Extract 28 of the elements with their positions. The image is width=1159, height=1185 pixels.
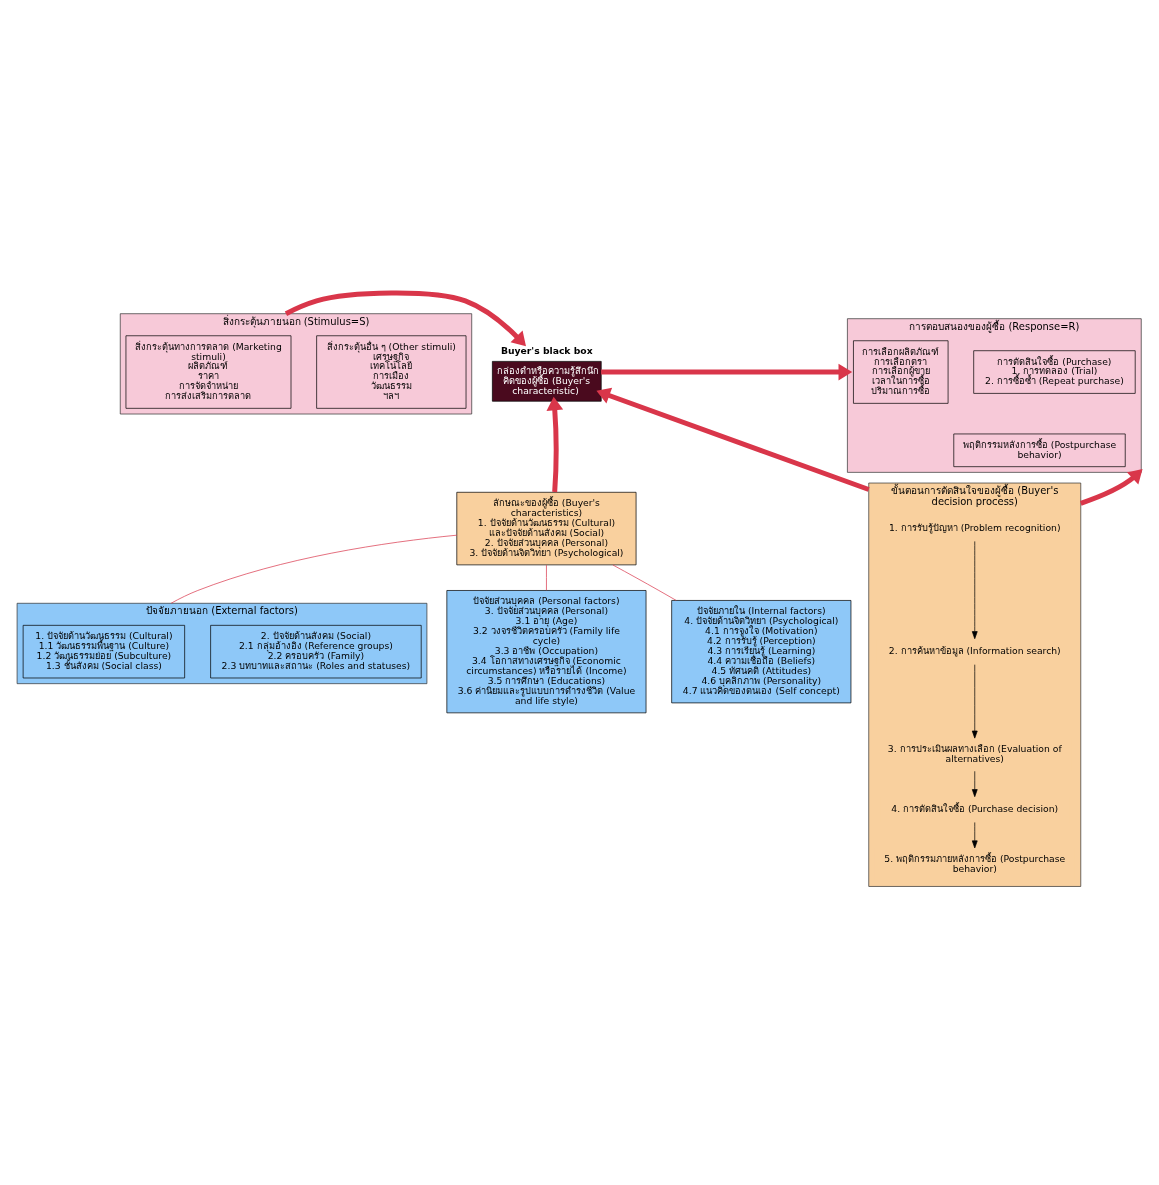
arrow	[546, 396, 564, 493]
arrow	[971, 770, 978, 798]
node-box: การตัดสินใจซื้อ (Purchase) 1. การทดลอง (Trial) 2. การซื้อซ้ำ (Repeat purchase)	[973, 350, 1136, 394]
node-box: การเลือกผลิตภัณฑ์ การเลือกตรา การเลือกผู้ขาย เวลาในการซื้อ ปริมาณการซื้อ	[853, 340, 949, 404]
node-box: 1. ปัจจัยด้านวัฒนธรรม (Cultural) 1.1 วัฒนธรรมพื้นฐาน (Culture) 1.2 วัฒนธรรมย่อย (Subculture) 1.3 ชั้นสังคม (Social class)	[22, 625, 185, 679]
node-box: สิ่งกระตุ้นทางการตลาด (Marketing stimuli) ผลิตภัณฑ์ ราคา การจัดจำหน่าย การส่งเสริมการตลาด	[125, 335, 292, 409]
connector	[546, 564, 547, 591]
node-text: 3. การประเมินผลทางเลือก (Evaluation of alternatives)	[887, 743, 1062, 765]
node-text: 1. การรับรู้ปัญหา (Problem recognition)	[888, 522, 1061, 533]
node-box: ปัจจัยภายใน (Internal factors) 4. ปัจจัยด้านจิตวิทยา (Psychological) 4.1 การจูงใจ (Motivation) 4.2 การรับรู้ (Perception) 4.3 การเรียนรู้ (Learning) 4.4 ความเชื่อถือ (Beliefs) 4.5 ทัศนคติ (Attitudes) 4.6 บุคลิกภาพ (Personality) 4.7 แนวคิดของตนเอง (Self concept)	[671, 600, 852, 704]
connector	[612, 564, 677, 601]
node-box: สิ่งกระตุ้นอื่น ๆ (Other stimuli) เศรษฐกิจ เทคโนโลยี การเมือง วัฒนธรรม ฯลฯ	[316, 335, 467, 409]
node-text: 2. การค้นหาข้อมูล (Information search)	[888, 645, 1061, 657]
node-box: 2. ปัจจัยด้านสังคม (Social) 2.1 กลุ่มอ้างอิง (Reference groups) 2.2 ครอบครัว (Family) 2.3 บทบาทและสถานะ (Roles and statuses)	[210, 625, 422, 679]
arrow	[596, 387, 870, 492]
arrow	[971, 822, 978, 849]
arrow	[971, 541, 978, 640]
node-text: 4. การตัดสินใจซื้อ (Purchase decision)	[891, 803, 1059, 815]
arrow	[1079, 469, 1143, 506]
node-box: ปัจจัยส่วนบุคคล (Personal factors) 3. ปัจจัยส่วนบุคคล (Personal) 3.1 อายุ (Age) 3.2 วงจรชีวิตครอบครัว (Family life cycle) 3.3 อาชีพ (Occupation) 3.4 โอกาสทางเศรษฐกิจ (Economic circumstances) หรือรายได้ (Income) 3.5 การศึกษา (Educations) 3.6 ค่านิยมและรูปแบบการดำรงชีวิต (Value and life style)	[446, 590, 647, 714]
node-label: Buyer's black box	[500, 344, 593, 356]
node-text: 5. พฤติกรรมภายหลังการซื้อ (Postpurchase behavior)	[884, 852, 1066, 874]
node-box: พฤติกรรมหลังการซื้อ (Postpurchase behavior)	[953, 433, 1126, 468]
node-box: ลักษณะของผู้ซื้อ (Buyer's characteristics) 1. ปัจจัยด้านวัฒนธรรม (Cultural) และปัจจัยด้านสังคม (Social) 2. ปัจจัยส่วนบุคคล (Personal) 3. ปัจจัยด้านจิตวิทยา (Psychological)	[456, 491, 637, 566]
connector	[170, 534, 458, 604]
arrow	[601, 363, 853, 381]
arrow	[284, 290, 526, 347]
arrow	[971, 664, 978, 739]
